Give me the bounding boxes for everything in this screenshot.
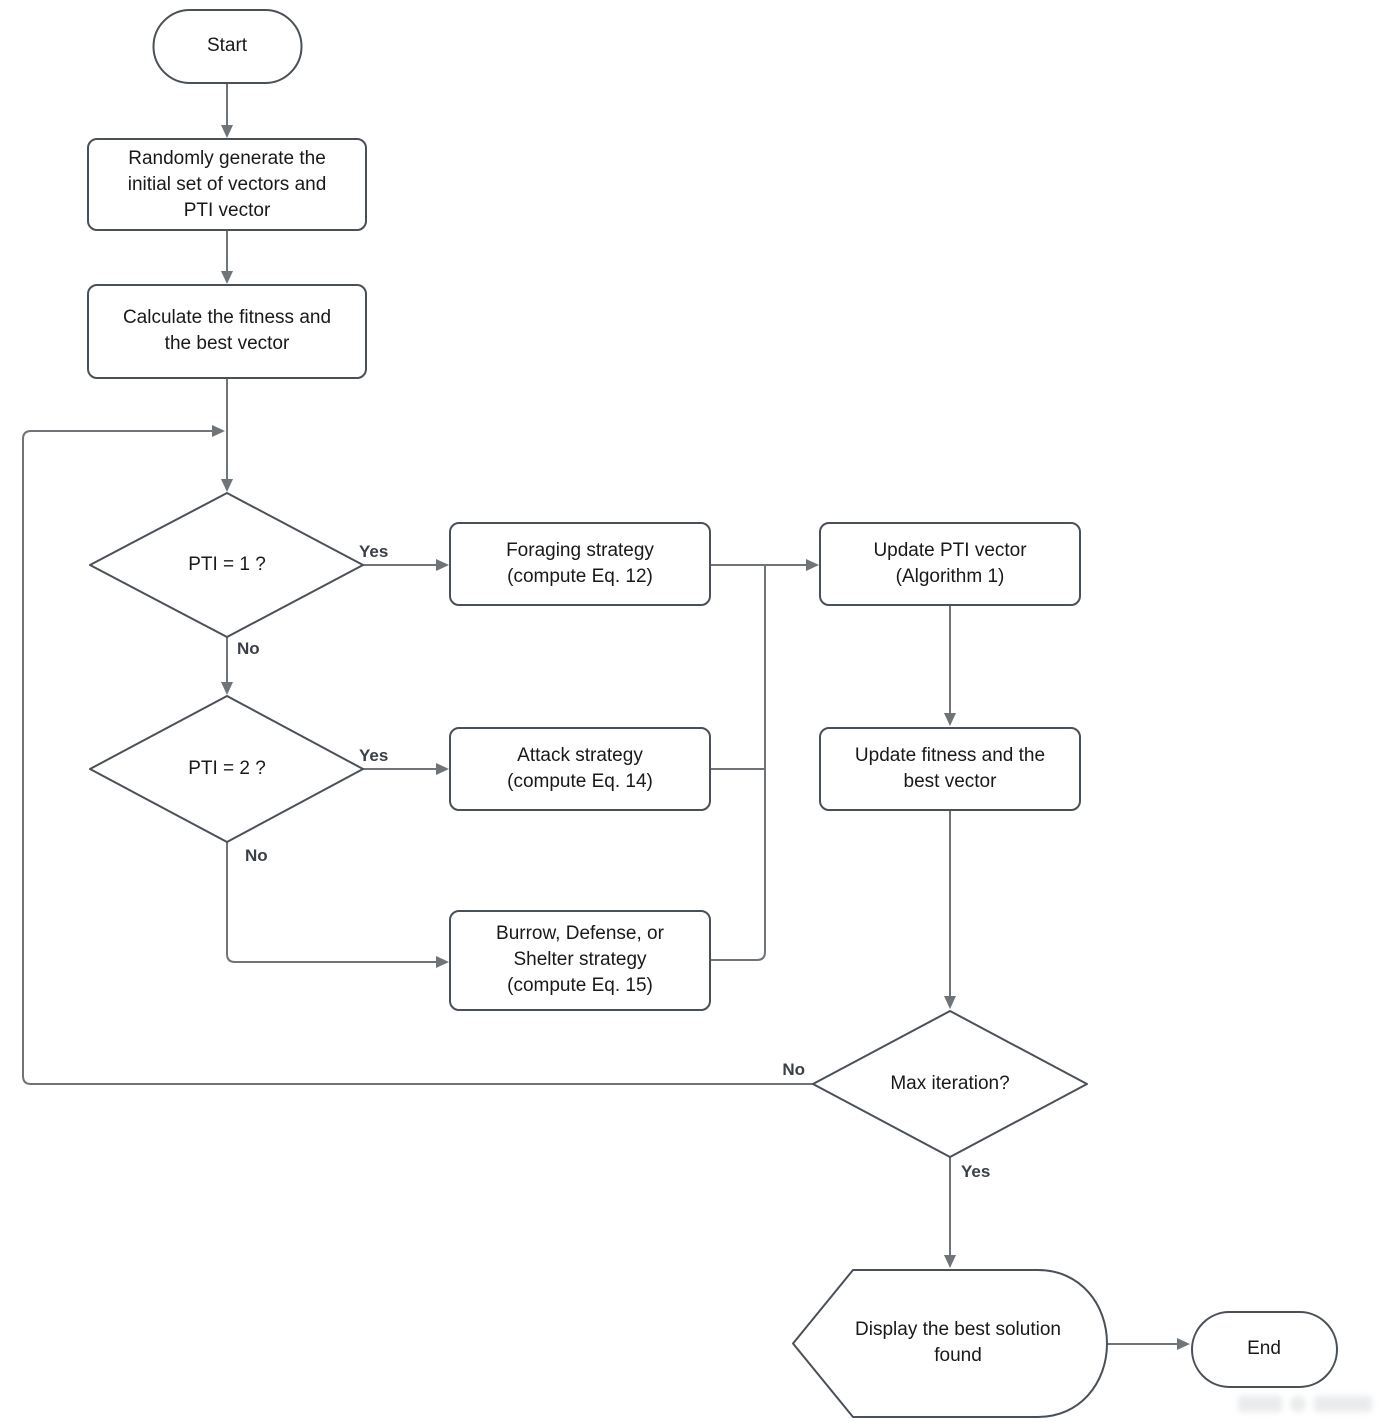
arrowhead-display-end xyxy=(1177,1338,1190,1350)
burrow-node-shape xyxy=(449,910,711,1011)
arrowhead-pti1-foraging xyxy=(436,559,449,571)
update-pti-node-shape xyxy=(819,522,1081,606)
attack-node-shape xyxy=(449,727,711,811)
display-node-shape xyxy=(792,1269,1108,1418)
arrowhead-pti2-burrow xyxy=(436,956,449,968)
pti2-decision-shape xyxy=(89,695,364,843)
end-node-shape xyxy=(1191,1311,1338,1388)
edge-maxiter-no-loopback xyxy=(22,430,814,1085)
start-node-shape xyxy=(152,9,303,84)
arrowhead-fitness-pti1 xyxy=(221,479,233,492)
update-fitness-node-shape xyxy=(819,727,1081,811)
fitness-node-shape xyxy=(87,284,367,379)
watermark xyxy=(1238,1392,1388,1416)
arrowhead-updatepti-updatefitness xyxy=(944,713,956,726)
init-node-shape xyxy=(87,138,367,231)
arrowhead-loopback xyxy=(212,425,225,437)
max-iteration-decision-shape xyxy=(812,1010,1088,1158)
arrowhead-pti1-pti2 xyxy=(221,682,233,695)
edge-pti2-no-burrow xyxy=(226,841,437,963)
arrowhead-pti2-attack xyxy=(436,763,449,775)
arrowhead-maxiter-display xyxy=(944,1255,956,1268)
arrowhead-init-fitness xyxy=(221,271,233,284)
edge-burrow-merge xyxy=(709,564,766,961)
pti1-decision-shape xyxy=(89,492,364,638)
foraging-node-shape xyxy=(449,522,711,606)
arrowhead-updatefitness-maxiter xyxy=(944,996,956,1009)
arrowhead-start-init xyxy=(221,125,233,138)
arrowhead-foraging-updatepti xyxy=(806,559,819,571)
